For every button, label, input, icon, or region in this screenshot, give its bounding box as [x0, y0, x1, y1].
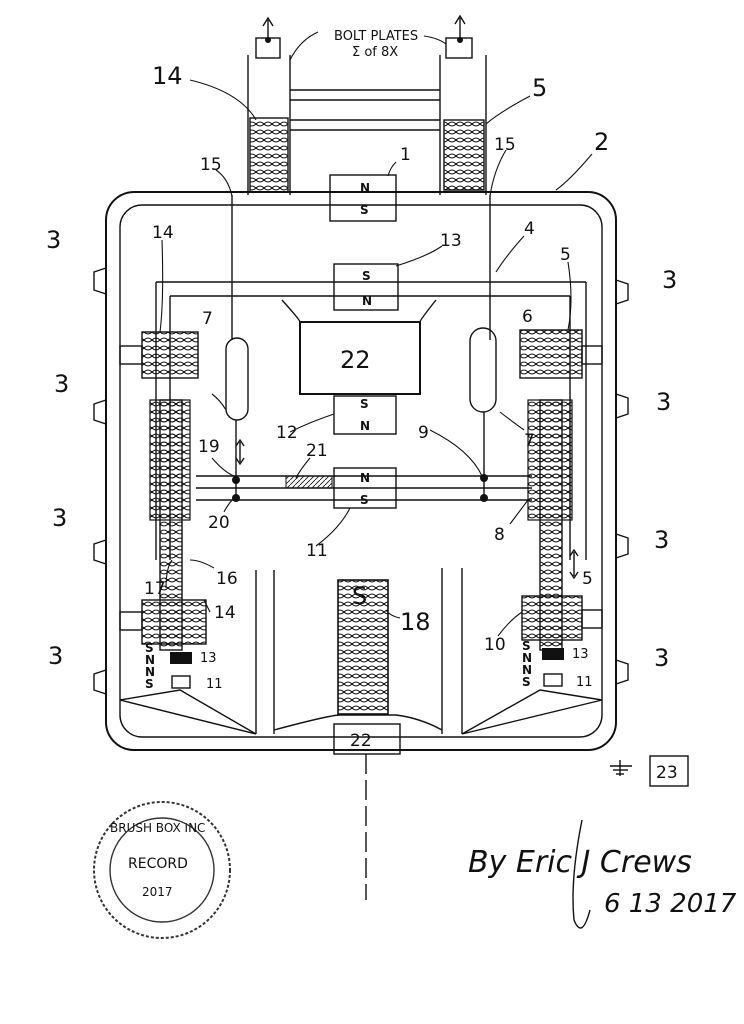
stamp-center-text: RECORD [128, 856, 188, 872]
left-sensor [171, 675, 191, 689]
ground-symbol [610, 760, 632, 776]
left-capsule [225, 337, 249, 421]
central-block [299, 321, 421, 395]
ref-15-left: 15 [200, 155, 222, 175]
low-magnet-n: N [360, 471, 370, 485]
mid-magnet-s: S [360, 397, 369, 411]
ref-7-left: 7 [202, 309, 213, 329]
stamp-bottom-text: 2017 [142, 885, 173, 899]
bottom-block [333, 723, 401, 755]
inner-housing [119, 204, 603, 738]
note-bolt-plates: BOLT PLATES [334, 29, 418, 44]
ref-11-low-left: 11 [206, 677, 223, 692]
left-magnet-block [170, 652, 192, 664]
ref-3-l2: 3 [54, 370, 69, 398]
ref-14-low: 14 [214, 603, 236, 623]
ref-12: 12 [276, 423, 298, 443]
ref-3-l3: 3 [52, 504, 67, 532]
ref-4: 4 [524, 219, 535, 239]
ref-22-bottom: 22 [350, 731, 372, 751]
low-magnet [333, 467, 397, 509]
ref-9: 9 [418, 423, 429, 443]
outer-housing [105, 191, 617, 751]
ground-box-label: 23 [656, 763, 678, 783]
lower-crossbar [196, 474, 532, 502]
ground-box [649, 755, 689, 787]
top-rails [247, 14, 487, 195]
ref-3-r1: 3 [662, 266, 677, 294]
ref-1: 1 [400, 145, 411, 165]
central-coil [337, 579, 389, 715]
mid-magnet [333, 395, 397, 435]
right-sensor [543, 673, 563, 687]
top-right-coil [443, 119, 485, 191]
ref-18: 18 [400, 608, 431, 636]
left-stack-2: N [145, 653, 155, 667]
stamp-top-text: BRUSH BOX INC [110, 821, 205, 835]
ref-3-r3: 3 [654, 526, 669, 554]
ref-13-low-right: 13 [572, 647, 589, 662]
left-stack-3: N [145, 665, 155, 679]
ref-13-low-left: 13 [200, 651, 217, 666]
ref-5-mid: 5 [560, 245, 571, 265]
left-stack-1: S [145, 641, 154, 655]
low-left-coil [141, 599, 207, 645]
ref-13-top: 13 [440, 231, 462, 251]
signature-date: 6 13 2017 [604, 889, 737, 919]
ref-6: 6 [522, 307, 533, 327]
top-magnet [329, 174, 397, 222]
ref-17: 17 [144, 579, 166, 599]
mid-magnet-n: N [360, 419, 370, 433]
right-arrow [569, 548, 579, 580]
ref-3-l1: 3 [46, 226, 61, 254]
ref-3-l4: 3 [48, 642, 63, 670]
upper-magnet-s: S [362, 269, 371, 283]
ref-3-r4: 3 [654, 644, 669, 672]
ref-14-mid: 14 [152, 223, 174, 243]
central-coil-s: S [352, 582, 367, 610]
note-bolt-plates-sub: Σ of 8X [352, 45, 398, 60]
top-magnet-n: N [360, 181, 370, 195]
ref-11-center: 11 [306, 541, 328, 561]
mid-left-coil [141, 331, 199, 379]
low-right-coil [521, 595, 583, 641]
ref-5-low: 5 [582, 569, 593, 589]
right-stack-1: S [522, 639, 531, 653]
top-left-coil [249, 117, 289, 193]
ref-14-top: 14 [152, 62, 183, 90]
signature-text: By Eric J Crews [468, 845, 692, 880]
right-stack-3: N [522, 663, 532, 677]
ref-19: 19 [198, 437, 220, 457]
mount-ears [93, 267, 629, 695]
mid-right-coil [519, 329, 583, 379]
right-capsule [469, 327, 497, 413]
right-stack-4: S [522, 675, 531, 689]
ref-5-top: 5 [532, 74, 547, 102]
ref-8: 8 [494, 525, 505, 545]
left-arrow [235, 438, 245, 466]
ref-15-right: 15 [494, 135, 516, 155]
ref-22-center: 22 [340, 346, 371, 374]
right-stack-2: N [522, 651, 532, 665]
ref-7-right: 7 [524, 431, 535, 451]
ref-11-low-right: 11 [576, 675, 593, 690]
left-stack-4: S [145, 677, 154, 691]
leader-lines [159, 31, 593, 637]
ref-2: 2 [594, 128, 609, 156]
notary-stamp: BRUSH BOX INC RECORD 2017 [93, 801, 231, 939]
low-magnet-s: S [360, 493, 369, 507]
ref-21: 21 [306, 441, 328, 461]
signature: By Eric J Crews 6 13 2017 [468, 819, 737, 929]
ref-20: 20 [208, 513, 230, 533]
right-magnet-block [542, 648, 564, 660]
ref-3-r2: 3 [656, 388, 671, 416]
upper-magnet [333, 263, 399, 311]
bottom-funnel [119, 568, 603, 735]
ref-10: 10 [484, 635, 506, 655]
ref-16: 16 [216, 569, 238, 589]
upper-magnet-n: N [362, 294, 372, 308]
top-magnet-s: S [360, 203, 369, 217]
